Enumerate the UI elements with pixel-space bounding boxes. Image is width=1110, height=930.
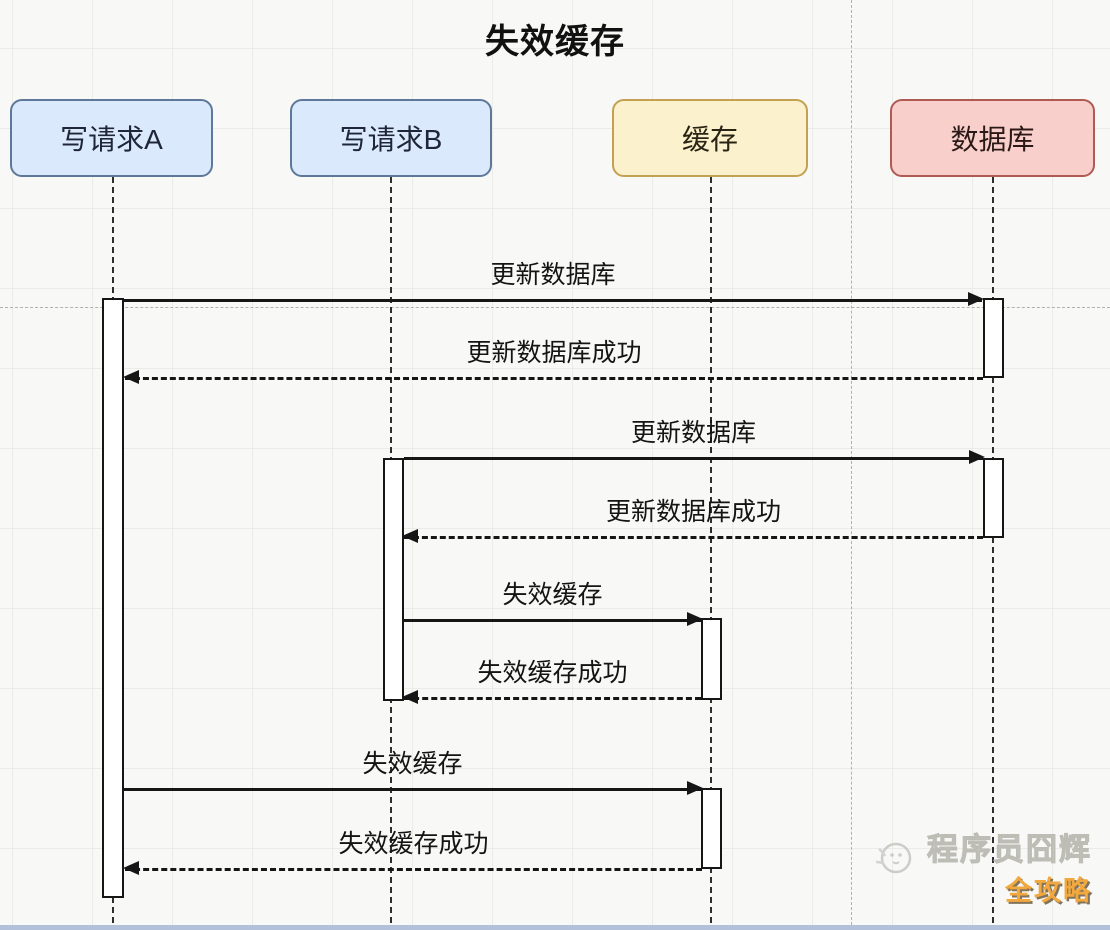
arrowhead-left-icon <box>123 861 139 875</box>
actor-write-a-label: 写请求A <box>60 124 163 155</box>
message-line <box>404 457 983 460</box>
arrowhead-left-icon <box>402 529 418 543</box>
message-line <box>404 619 701 622</box>
message-line <box>404 697 701 700</box>
arrowhead-right-icon <box>969 450 985 464</box>
actor-database: 数据库 <box>890 99 1095 177</box>
message-label: 更新数据库 <box>490 261 616 289</box>
lifeline-database <box>992 177 994 923</box>
activation-bar-database-2 <box>983 458 1004 538</box>
arrowhead-left-icon <box>123 370 139 384</box>
message-label: 更新数据库 <box>630 419 757 447</box>
arrowhead-right-icon <box>687 612 703 626</box>
lifeline-cache <box>710 177 712 923</box>
watermark-badge: 全攻略 <box>1005 876 1092 906</box>
watermark: 程序员囧辉 全攻略 <box>871 831 1092 908</box>
actor-write-a: 写请求A <box>10 99 213 177</box>
window-bottom-edge <box>0 925 1110 930</box>
arrowhead-right-icon <box>687 781 703 795</box>
actor-write-b: 写请求B <box>290 99 492 177</box>
message-label: 失效缓存 <box>502 581 603 609</box>
page-boundary-horizontal <box>0 307 1110 308</box>
mascot-face-icon <box>875 842 912 874</box>
message-line <box>125 868 702 871</box>
message-label: 更新数据库成功 <box>605 498 782 526</box>
message-label: 失效缓存 <box>362 750 463 778</box>
activation-bar-write-b <box>383 458 404 701</box>
activation-bar-cache-1 <box>701 618 722 700</box>
arrowhead-left-icon <box>402 690 418 704</box>
message-label: 更新数据库成功 <box>466 339 642 367</box>
message-line <box>404 536 983 539</box>
arrowhead-right-icon <box>968 292 984 306</box>
actor-write-b-label: 写请求B <box>339 124 443 155</box>
message-label: 失效缓存成功 <box>477 659 628 687</box>
page-boundary-vertical <box>851 0 852 930</box>
actor-database-label: 数据库 <box>950 124 1035 155</box>
diagram-title: 失效缓存 <box>485 23 625 61</box>
message-label: 失效缓存成功 <box>338 830 489 858</box>
watermark-name: 程序员囧辉 <box>927 831 1092 867</box>
activation-bar-write-a <box>102 298 124 898</box>
actor-cache-label: 缓存 <box>681 124 738 155</box>
actor-cache: 缓存 <box>612 99 808 177</box>
message-line <box>124 788 701 791</box>
message-line <box>125 377 983 380</box>
activation-bar-database-1 <box>983 298 1004 378</box>
activation-bar-cache-2 <box>701 788 722 869</box>
watermark-text: 程序员囧辉 全攻略 <box>927 831 1092 908</box>
message-line <box>124 299 982 302</box>
